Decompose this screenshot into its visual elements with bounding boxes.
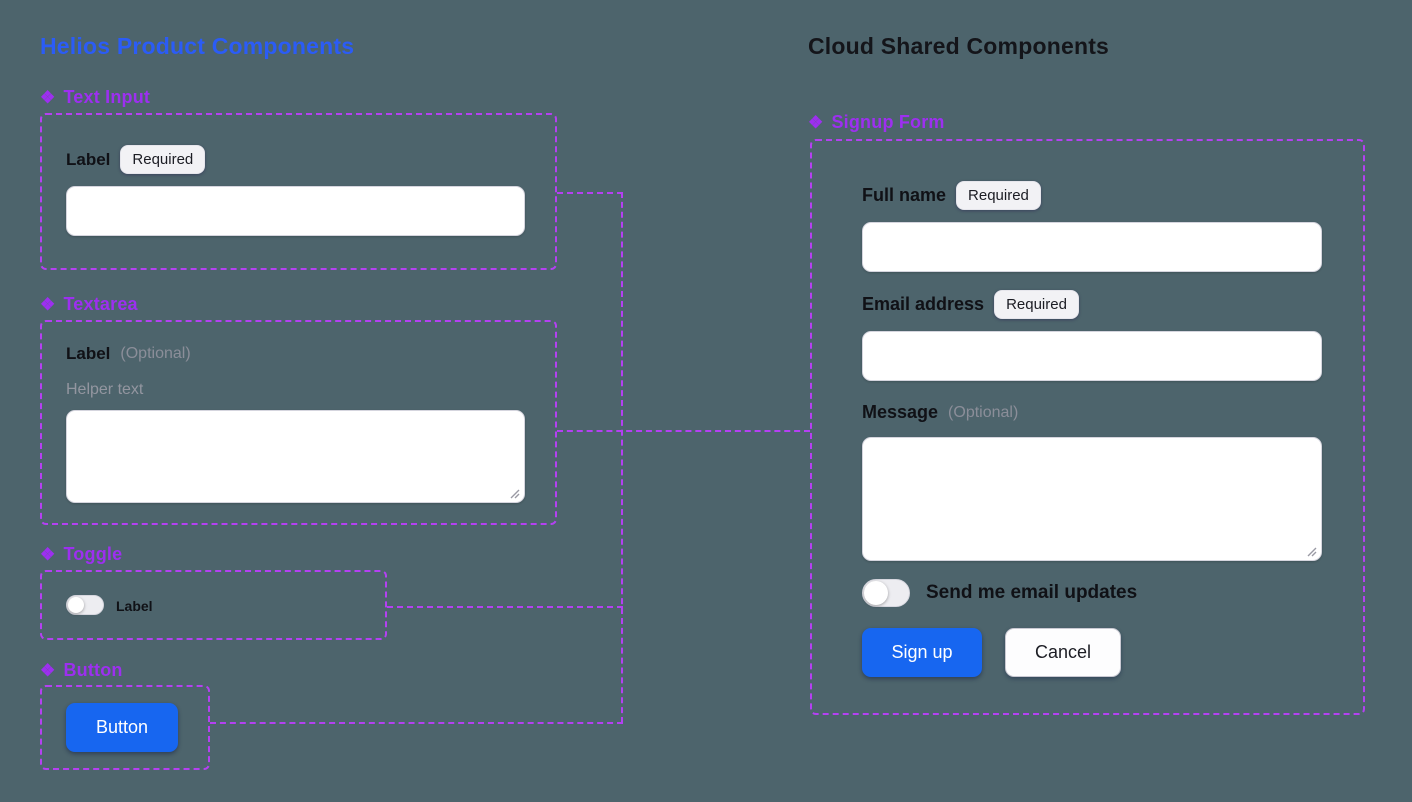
connector-button — [210, 722, 623, 724]
resize-handle-icon[interactable] — [1305, 544, 1317, 557]
full-name-input[interactable] — [862, 222, 1322, 272]
section-header-label: Textarea — [63, 294, 138, 314]
toggle-knob — [68, 597, 84, 613]
message-textarea[interactable] — [862, 437, 1322, 561]
connector-toggle — [387, 606, 623, 608]
email-updates-label: Send me email updates — [926, 582, 1138, 603]
email-input[interactable] — [862, 331, 1322, 381]
cancel-button[interactable]: Cancel — [1005, 628, 1121, 677]
email-label: Email address — [862, 294, 985, 314]
textarea-helper-text: Helper text — [66, 381, 144, 398]
toggle-component-outline — [40, 570, 387, 640]
email-updates-toggle[interactable] — [862, 579, 910, 607]
connector-textarea-to-form — [557, 430, 810, 432]
message-label: Message — [862, 402, 939, 422]
required-badge: Required — [120, 145, 206, 174]
full-name-label: Full name — [862, 185, 947, 205]
section-header-label: Toggle — [63, 544, 123, 564]
text-input-field[interactable] — [66, 186, 525, 236]
component-icon: ❖ — [40, 295, 56, 314]
required-badge: Required — [994, 290, 1079, 319]
signup-form-outline — [810, 139, 1365, 715]
section-header-label: Button — [63, 660, 123, 680]
resize-handle-icon[interactable] — [508, 486, 520, 499]
section-header-text-input: ❖ Text Input — [40, 87, 150, 108]
text-input-component-outline — [40, 113, 557, 270]
component-icon: ❖ — [808, 113, 824, 132]
text-input-label-row: Label Required — [66, 145, 206, 174]
sign-up-button[interactable]: Sign up — [862, 628, 982, 677]
toggle-switch[interactable] — [66, 595, 104, 615]
button-component-outline — [40, 685, 210, 770]
message-label-row: Message (Optional) — [862, 402, 1018, 423]
connector-text-input — [557, 192, 623, 194]
text-input-label: Label — [66, 149, 111, 169]
section-header-button: ❖ Button — [40, 660, 123, 681]
section-header-toggle: ❖ Toggle — [40, 544, 122, 565]
textarea-label: Label — [66, 344, 111, 363]
component-icon: ❖ — [40, 545, 56, 564]
optional-hint: (Optional) — [948, 403, 1019, 421]
connector-trunk — [621, 192, 623, 723]
section-header-signup-form: ❖ Signup Form — [808, 112, 945, 133]
textarea-label-row: Label (Optional) — [66, 344, 191, 364]
textarea-field[interactable] — [66, 410, 525, 503]
sample-button[interactable]: Button — [66, 703, 178, 752]
optional-hint: (Optional) — [120, 345, 191, 362]
component-icon: ❖ — [40, 661, 56, 680]
email-label-row: Email address Required — [862, 290, 1079, 319]
required-badge: Required — [956, 181, 1041, 210]
left-panel-title: Helios Product Components — [40, 33, 355, 59]
textarea-component-outline — [40, 320, 557, 525]
section-header-textarea: ❖ Textarea — [40, 294, 138, 315]
section-header-label: Text Input — [63, 87, 151, 107]
full-name-label-row: Full name Required — [862, 181, 1041, 210]
component-icon: ❖ — [40, 88, 56, 107]
toggle-knob — [864, 581, 888, 605]
toggle-label: Label — [116, 598, 153, 614]
right-panel-title: Cloud Shared Components — [808, 33, 1110, 59]
section-header-label: Signup Form — [831, 112, 945, 132]
